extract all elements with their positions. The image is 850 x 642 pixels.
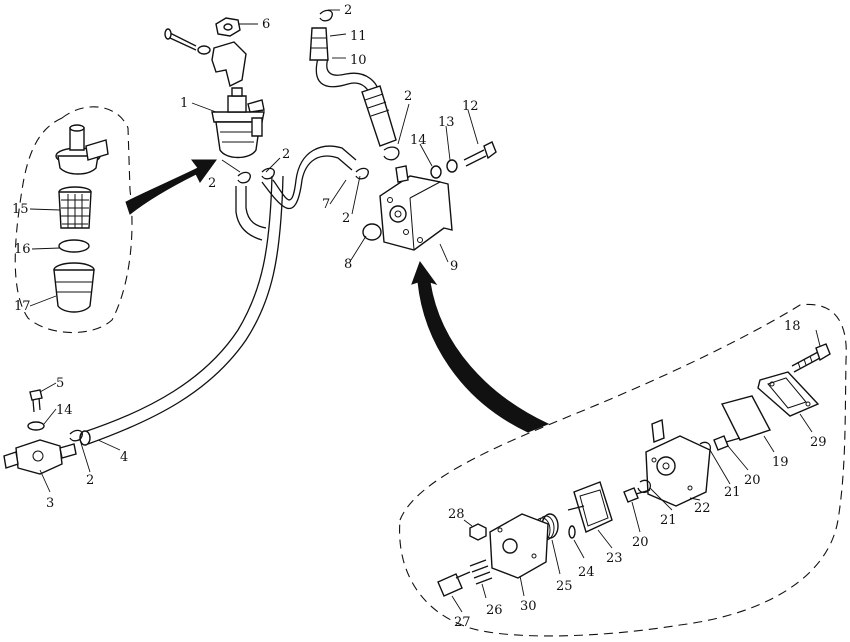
hose-clip-e — [319, 9, 333, 22]
hose-sleeve-11 — [309, 27, 329, 61]
callout-28: 28 — [448, 507, 465, 522]
callout-2: 2 — [344, 3, 352, 18]
callout-20: 20 — [632, 535, 649, 550]
callout-2: 2 — [86, 473, 94, 488]
fuel-pump-9 — [379, 165, 453, 251]
fuel-hose-short — [235, 186, 267, 241]
filter-detail-arrow — [125, 159, 217, 215]
callout-30: 30 — [520, 599, 537, 614]
pump-detail-enclosure — [399, 303, 847, 637]
hose-clip-f — [69, 429, 83, 442]
callout-5: 5 — [56, 376, 64, 391]
pump-base-30 — [489, 513, 549, 579]
fuel-hose-4 — [79, 175, 284, 446]
filter-bracket — [211, 41, 247, 88]
callout-4: 4 — [120, 450, 128, 465]
callout-21: 21 — [724, 485, 741, 500]
callout-2: 2 — [342, 211, 350, 226]
callout-6: 6 — [262, 17, 270, 32]
callout-2: 2 — [282, 147, 290, 162]
fuel-valve-3 — [3, 439, 77, 475]
callout-7: 7 — [322, 197, 330, 212]
filter-detail-enclosure — [14, 106, 133, 334]
o-ring-16 — [58, 239, 90, 253]
washer-14b — [27, 421, 45, 431]
callout-2: 2 — [404, 89, 412, 104]
spring-26 — [469, 559, 493, 585]
check-valve-20a — [713, 435, 741, 451]
hose-clip-c — [355, 167, 369, 180]
pump-detail-arrow — [411, 260, 550, 433]
callout-14: 14 — [56, 403, 73, 418]
callout-labels: 1 2 2 2 2 2 2 3 4 5 6 7 8 9 10 11 12 13 … — [12, 3, 827, 630]
callout-8: 8 — [344, 257, 352, 272]
bracket-nut-6 — [215, 17, 241, 37]
callout-22: 22 — [694, 501, 711, 516]
callout-11: 11 — [350, 29, 367, 44]
callout-13: 13 — [438, 115, 455, 130]
callout-25: 25 — [556, 579, 573, 594]
callout-17: 17 — [14, 299, 31, 314]
fuel-hose-7 — [261, 145, 357, 210]
pump-body-22 — [645, 419, 711, 507]
o-ring-24 — [568, 525, 576, 539]
leader-lines — [29, 9, 821, 613]
filter-bowl-17 — [53, 262, 95, 313]
callout-10: 10 — [350, 53, 367, 68]
filter-head-detail — [55, 124, 109, 175]
diaphragm-23 — [567, 481, 613, 533]
plunger-27 — [437, 571, 471, 597]
pump-cover-29 — [757, 371, 820, 417]
hose-clip-a — [237, 171, 251, 184]
filter-element-15 — [58, 186, 92, 229]
bolt-12 — [463, 141, 497, 167]
callout-23: 23 — [606, 551, 623, 566]
bracket-bolt — [164, 28, 211, 55]
gasket-19 — [720, 395, 772, 441]
check-valve-20b — [623, 487, 651, 503]
hose-clip-b — [261, 167, 275, 180]
bolt-18 — [791, 343, 831, 373]
callout-29: 29 — [810, 435, 827, 450]
callout-26: 26 — [486, 603, 503, 618]
callout-15: 15 — [12, 202, 29, 217]
callout-21: 21 — [660, 513, 677, 528]
washer-13 — [446, 159, 458, 173]
hose-clip-d — [383, 146, 400, 161]
callout-9: 9 — [450, 259, 458, 274]
hose-protector — [361, 85, 397, 147]
o-ring-8 — [362, 223, 382, 241]
callout-27: 27 — [454, 615, 471, 630]
nut-28 — [469, 523, 487, 541]
callout-12: 12 — [462, 99, 479, 114]
washer-14a — [430, 165, 442, 179]
callout-19: 19 — [772, 455, 789, 470]
callout-18: 18 — [784, 319, 801, 334]
callout-2: 2 — [208, 176, 216, 191]
callout-14: 14 — [410, 133, 427, 148]
callout-24: 24 — [578, 565, 595, 580]
screw-5 — [29, 389, 43, 413]
callout-20: 20 — [744, 473, 761, 488]
callout-16: 16 — [14, 242, 31, 257]
callout-1: 1 — [180, 96, 188, 111]
fuel-filter-1 — [211, 87, 265, 159]
callout-3: 3 — [46, 496, 54, 511]
